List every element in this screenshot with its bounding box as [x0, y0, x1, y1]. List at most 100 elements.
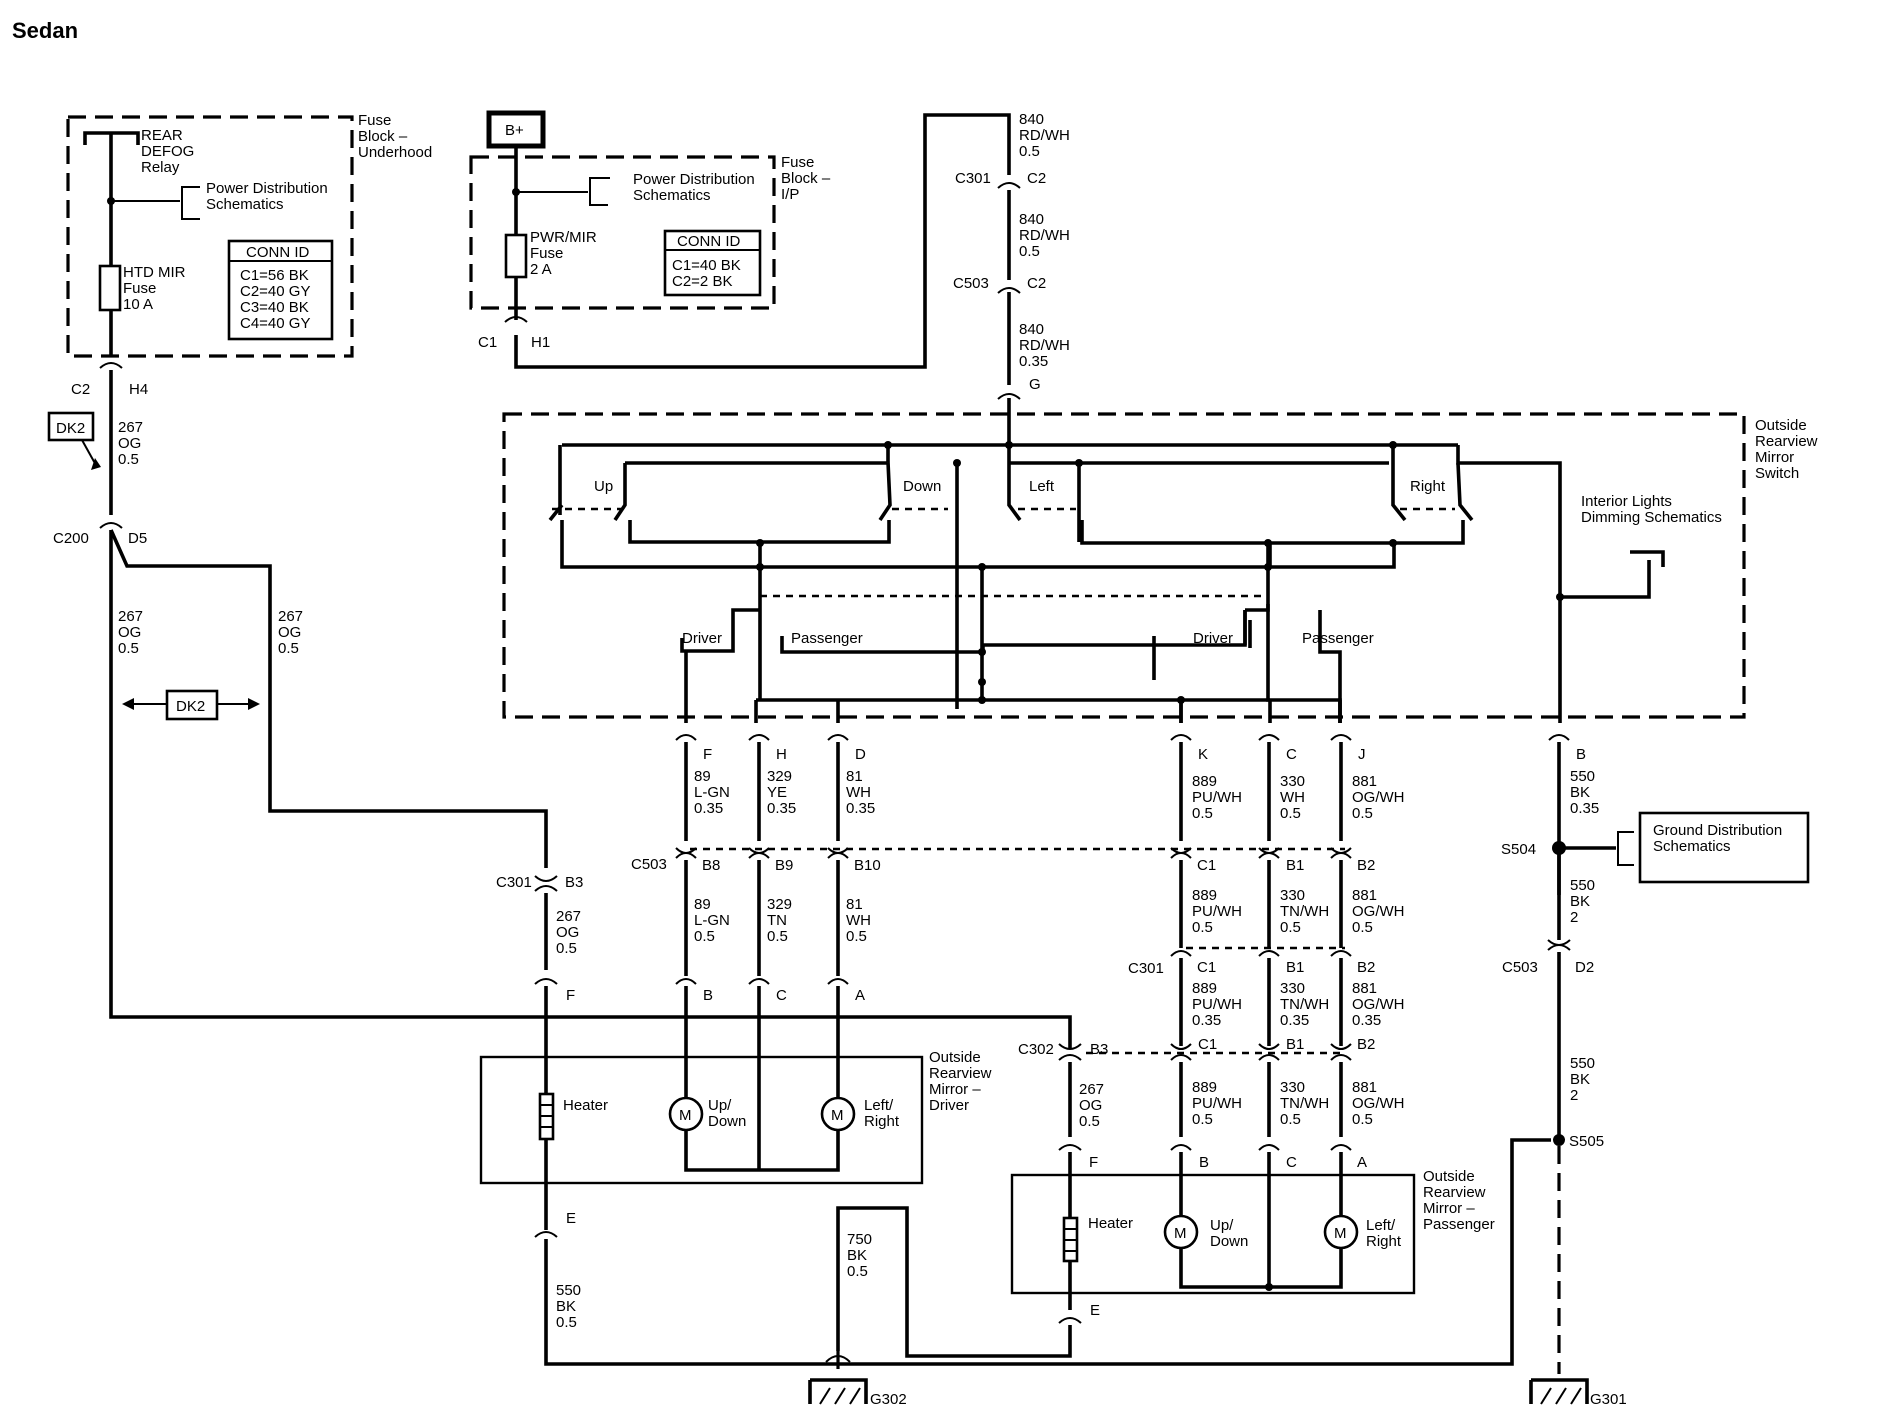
- connector-c1-h1: [504, 316, 528, 323]
- pass-pin-b: B: [1199, 1154, 1209, 1171]
- switch-connector-row: F H D K C J B: [675, 734, 1586, 895]
- c301-pin-b1: B1: [1286, 959, 1304, 976]
- conn-c503-d2-label: C503: [1502, 959, 1538, 976]
- pass-pin-f: F: [1089, 1154, 1098, 1171]
- c301-pin-b2: B2: [1357, 959, 1375, 976]
- driver-leftright-label: Left/Right: [864, 1097, 900, 1130]
- sw-pin-k: K: [1198, 746, 1208, 763]
- conn-c301-row-label: C301: [1128, 960, 1164, 977]
- drv-pin-e: E: [566, 1210, 576, 1227]
- conn-c503-row-label: C503: [631, 856, 667, 873]
- svg-text:M: M: [1174, 1225, 1187, 1242]
- pwr-mir-fuse-icon: [504, 233, 528, 279]
- ground-g302-icon: G302: [808, 1351, 907, 1408]
- conn-id-title-2: CONN ID: [677, 233, 741, 250]
- htd-mir-fuse-icon: [98, 264, 122, 312]
- c503-pin-b2: B2: [1357, 857, 1375, 874]
- page-title: Sedan: [12, 18, 78, 43]
- wire-550-ground-run: [544, 1138, 1551, 1366]
- ground-g301-icon: G301: [1529, 1378, 1627, 1408]
- dk2-badge-top: [47, 411, 95, 442]
- connector-c301-c2: [997, 182, 1021, 189]
- conn-c302-b3-label: B3: [1090, 1041, 1108, 1058]
- conn-c301-b3-label: C301: [496, 874, 532, 891]
- c301-connector-row: C301 C1 B1 B2: [1128, 946, 1375, 1046]
- ground-dist-ref-box: [1638, 811, 1810, 884]
- c302-pin-b1: B1: [1286, 1036, 1304, 1053]
- conn-h1-label: H1: [531, 334, 550, 351]
- c301-pin-c1: C1: [1197, 959, 1216, 976]
- c503-pin-c1: C1: [1197, 857, 1216, 874]
- conn-id-title-1: CONN ID: [246, 244, 310, 261]
- conn-c2-top-label: C2: [1027, 170, 1046, 187]
- wire-750-run: [836, 1206, 1072, 1358]
- connector-pass-e: [1058, 1317, 1082, 1324]
- conn-c503-top-label: C503: [953, 275, 989, 292]
- pass-pin-c: C: [1286, 1154, 1297, 1171]
- switch-right-label: Right: [1410, 478, 1446, 495]
- splice-s505-label: S505: [1569, 1133, 1604, 1150]
- passenger-heater-label: Heater: [1088, 1215, 1133, 1232]
- sw-pin-j: J: [1358, 746, 1366, 763]
- c302-pin-b2: B2: [1357, 1036, 1375, 1053]
- conn-d5-label: D5: [128, 530, 147, 547]
- svg-text:M: M: [831, 1107, 844, 1124]
- conn-c1-label: C1: [478, 334, 497, 351]
- bplus-badge: B+: [505, 122, 524, 139]
- pass-pin-e: E: [1090, 1302, 1100, 1319]
- switch-passenger-label-1: Passenger: [791, 630, 863, 647]
- c503-pin-b8: B8: [702, 857, 720, 874]
- c302-pin-c1: C1: [1198, 1036, 1217, 1053]
- switch-passenger-label-2: Passenger: [1302, 630, 1374, 647]
- c503-connector-row: C503 B8 B9 B10 C1 B1 B2: [631, 847, 1375, 976]
- dk2-badge-mid: [165, 689, 219, 721]
- c503-pin-b10: B10: [854, 857, 881, 874]
- svg-text:DK2: DK2: [176, 698, 205, 715]
- conn-h4-label: H4: [129, 381, 148, 398]
- drv-pin-f: F: [566, 987, 575, 1004]
- driver-heater-label: Heater: [563, 1097, 608, 1114]
- connector-c503-c2: [997, 287, 1021, 294]
